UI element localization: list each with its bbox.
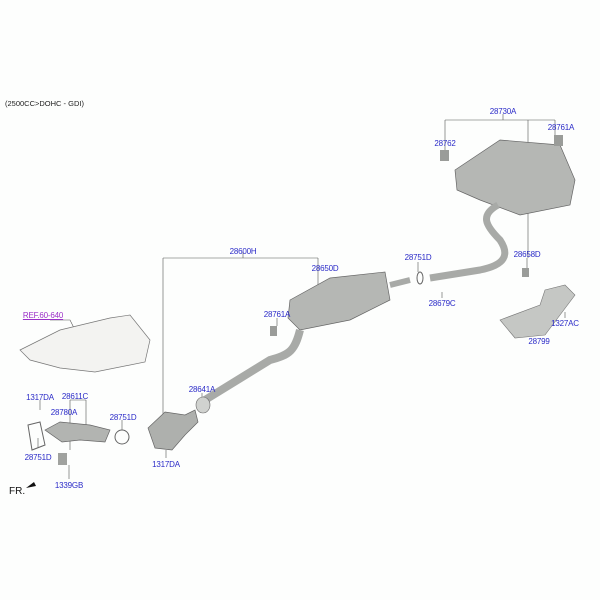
hanger-bracket: [58, 453, 67, 465]
rear-muffler: [454, 139, 576, 216]
part-label[interactable]: 28799: [528, 337, 550, 346]
part-label[interactable]: 28751D: [109, 413, 137, 422]
part-label[interactable]: 28679C: [428, 299, 456, 308]
heat-shield: [19, 314, 151, 373]
front-pipe: [44, 421, 111, 443]
part-label[interactable]: 28641A: [188, 385, 216, 394]
tail-pipe: [429, 201, 509, 282]
part-label[interactable]: 28761A: [547, 123, 575, 132]
intermediate-pipe: [202, 328, 304, 404]
part-label[interactable]: 1317DA: [26, 393, 54, 402]
front-marker: FR.: [9, 486, 26, 497]
engine-spec: (2500CC>DOHC - GDI): [5, 99, 84, 108]
part-label[interactable]: 28611C: [61, 392, 89, 401]
hanger-rear-pipe: [522, 268, 529, 277]
gasket-mid: [114, 429, 130, 445]
part-label[interactable]: 28762: [434, 139, 456, 148]
part-label[interactable]: 28600H: [229, 247, 257, 256]
part-label[interactable]: 28751D: [404, 253, 432, 262]
part-label[interactable]: 28780A: [50, 408, 78, 417]
clamp: [195, 396, 211, 414]
part-label[interactable]: 28658D: [513, 250, 541, 259]
gasket-rear: [416, 271, 424, 285]
hanger-center: [270, 326, 277, 336]
center-outlet-pipe: [389, 277, 411, 288]
gasket-front: [27, 421, 46, 451]
center-muffler: [287, 271, 391, 331]
part-label[interactable]: 28751D: [24, 453, 52, 462]
hanger-rear-right: [554, 135, 563, 146]
reference-link[interactable]: REF.60-640: [22, 311, 64, 320]
part-label[interactable]: 28761A: [263, 310, 291, 319]
part-label[interactable]: 1327AC: [551, 319, 579, 328]
catalytic-converter: [147, 409, 199, 451]
bracket: [499, 284, 576, 339]
part-label[interactable]: 28650D: [311, 264, 339, 273]
hanger-rear-left: [440, 150, 449, 161]
part-label[interactable]: 28730A: [489, 107, 517, 116]
part-label[interactable]: 1317DA: [152, 460, 180, 469]
part-label[interactable]: 1339GB: [54, 481, 84, 490]
front-arrow-icon: [26, 482, 36, 488]
